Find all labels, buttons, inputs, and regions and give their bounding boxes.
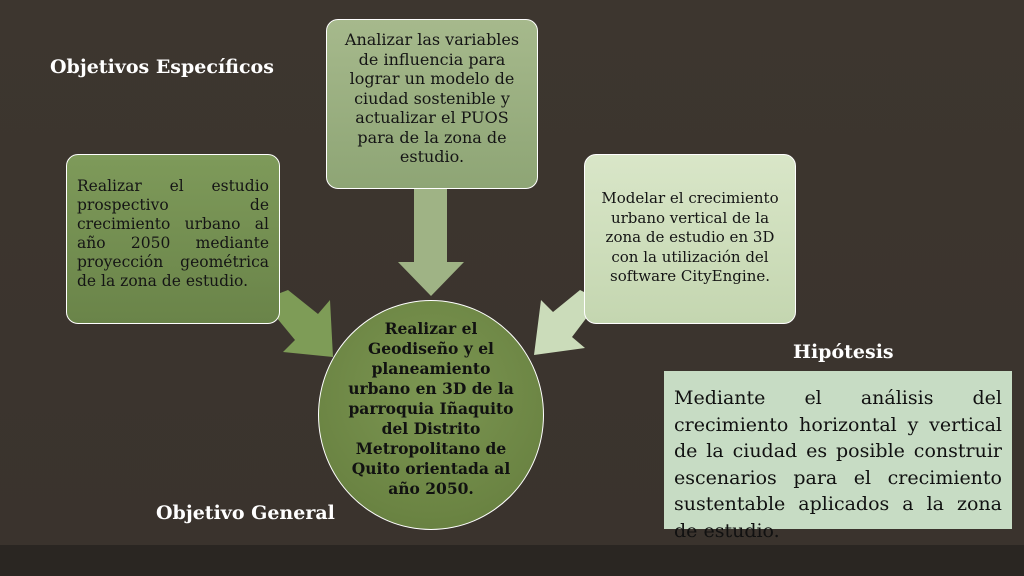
bottom-band (0, 545, 1024, 576)
heading-objetivo-general: Objetivo General (156, 502, 335, 524)
objective-text-right: Modelar el crecimiento urbano vertical d… (601, 189, 779, 285)
general-objective-text: Realizar el Geodiseño y el planeamiento … (348, 319, 514, 498)
objective-box-left: Realizar el estudio prospectivo de creci… (66, 154, 280, 324)
arrow-right (534, 290, 600, 355)
heading-objetivos-especificos: Objetivos Específicos (50, 56, 274, 78)
hipotesis-box: Mediante el análisis del crecimiento hor… (664, 371, 1012, 542)
objective-text-left: Realizar el estudio prospectivo de creci… (77, 177, 269, 290)
heading-hipotesis: Hipótesis (793, 341, 894, 363)
hipotesis-text: Mediante el análisis del crecimiento hor… (674, 387, 1002, 542)
general-objective-circle: Realizar el Geodiseño y el planeamiento … (318, 300, 544, 530)
objective-box-top: Analizar las variables de influencia par… (326, 19, 538, 189)
objective-box-right: Modelar el crecimiento urbano vertical d… (584, 154, 796, 324)
arrow-top (398, 187, 464, 296)
objective-text-top: Analizar las variables de influencia par… (344, 30, 520, 166)
